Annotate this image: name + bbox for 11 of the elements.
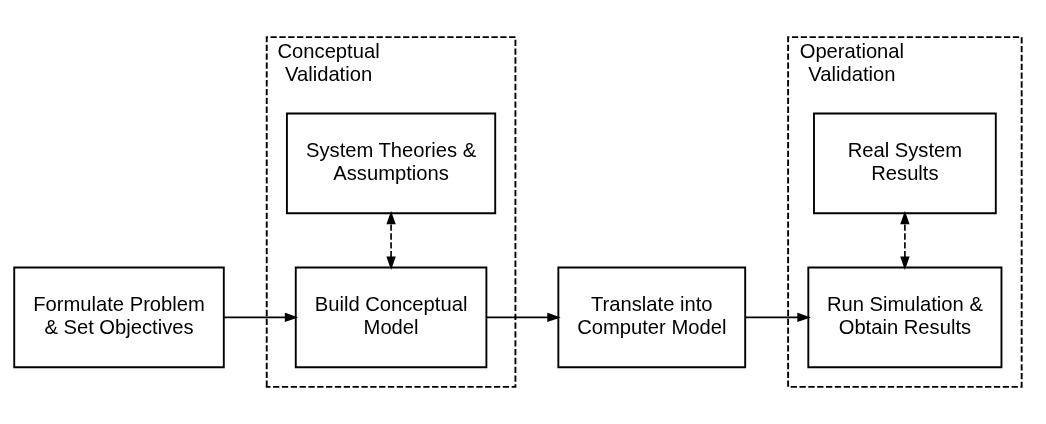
arrow xyxy=(744,312,811,323)
arrow xyxy=(485,312,561,323)
node-box: Real System Results xyxy=(813,112,997,215)
node-box: Run Simulation & Obtain Results xyxy=(807,266,1003,369)
node-box: System Theories & Assumptions xyxy=(285,112,497,215)
arrow xyxy=(900,210,910,270)
arrow xyxy=(223,312,299,323)
node-box: Formulate Problem & Set Objectives xyxy=(13,266,225,369)
node-box: Translate into Computer Model xyxy=(557,266,747,369)
node-box: Build Conceptual Model xyxy=(294,266,488,369)
arrow xyxy=(386,210,396,270)
